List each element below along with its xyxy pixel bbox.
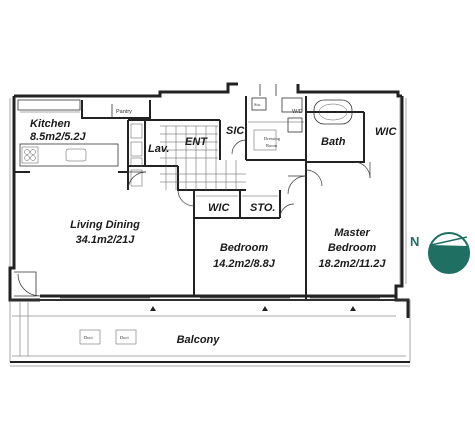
compass-label: N <box>410 234 419 249</box>
living-size: 34.1m2/21J <box>76 234 136 246</box>
entrance-tiles <box>160 125 246 190</box>
room-labels: Kitchen 8.5m2/5.2J Pantry Lav. ENT SIC W… <box>30 102 397 346</box>
living-name: Living Dining <box>70 219 140 231</box>
ent-label: ENT <box>185 136 208 148</box>
kitchen-size: 8.5m2/5.2J <box>30 131 87 143</box>
bath-label: Bath <box>321 136 346 148</box>
balcony-area <box>9 299 411 367</box>
interior-walls <box>14 96 365 300</box>
door-swings <box>17 139 380 299</box>
master-size: 18.2m2/11.2J <box>318 258 386 270</box>
balcony-label: Balcony <box>177 334 221 346</box>
bedroom-size: 14.2m2/8.8J <box>213 258 276 270</box>
kitchen-fixtures <box>17 99 119 167</box>
compass-fill-icon <box>429 245 469 273</box>
dressing-label-1: Dressing <box>264 136 281 141</box>
dressing-label-2: Room <box>266 143 278 148</box>
duct-label-1: Duct <box>84 335 93 340</box>
north-compass: N <box>410 232 470 274</box>
kitchen-name: Kitchen <box>30 118 71 130</box>
bedroom-name: Bedroom <box>220 242 269 254</box>
wic-label: WIC <box>208 202 230 214</box>
master-name-1: Master <box>334 227 370 239</box>
sta-label: Sta. <box>254 102 261 107</box>
duct-label-2: Duct <box>120 335 129 340</box>
pantry-label: Pantry <box>116 109 132 115</box>
windows <box>9 98 407 284</box>
master-name-2: Bedroom <box>328 242 377 254</box>
lav-label: Lav. <box>148 143 169 155</box>
storage-stations <box>130 123 143 187</box>
sic-label: SIC <box>226 125 245 137</box>
wd-label: W/D <box>292 109 303 115</box>
sto-label: STO. <box>250 202 275 214</box>
bath-fixtures <box>248 84 353 151</box>
wic-master-label: WIC <box>375 126 397 138</box>
